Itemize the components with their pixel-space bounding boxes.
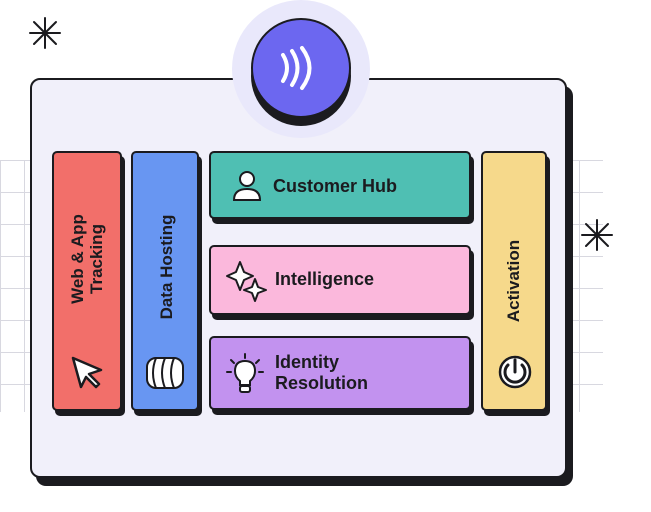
module-data-hosting[interactable]: Data Hosting <box>131 151 199 411</box>
module-activation-label: Activation <box>504 239 523 323</box>
power-icon <box>498 355 532 389</box>
sparkle-icon <box>29 17 61 49</box>
logo <box>251 18 351 118</box>
module-identity-resolution-label: Identity Resolution <box>275 352 368 394</box>
module-activation[interactable]: Activation <box>481 151 547 411</box>
database-disks-icon <box>146 357 184 389</box>
sparkle-icon <box>581 219 613 251</box>
sound-waves-icon <box>281 46 312 90</box>
sparkle-diamonds-icon <box>226 261 267 302</box>
label-line-1: Identity <box>275 352 340 372</box>
lightbulb-icon <box>226 353 264 393</box>
module-web-app-tracking[interactable]: Web & App Tracking <box>52 151 122 411</box>
label-line-1: Web & App <box>68 214 87 304</box>
module-customer-hub[interactable]: Customer Hub <box>209 151 471 219</box>
module-intelligence-label: Intelligence <box>275 269 375 289</box>
module-identity-resolution[interactable]: Identity Resolution <box>209 336 471 410</box>
module-data-hosting-label: Data Hosting <box>157 214 176 320</box>
user-icon <box>232 171 262 201</box>
module-web-app-tracking-label: Web & App Tracking <box>68 179 108 339</box>
module-intelligence[interactable]: Intelligence <box>209 245 471 315</box>
cursor-arrow-icon <box>71 356 103 389</box>
label-line-2: Resolution <box>275 373 368 393</box>
label-line-2: Tracking <box>87 224 106 294</box>
module-customer-hub-label: Customer Hub <box>273 176 398 196</box>
